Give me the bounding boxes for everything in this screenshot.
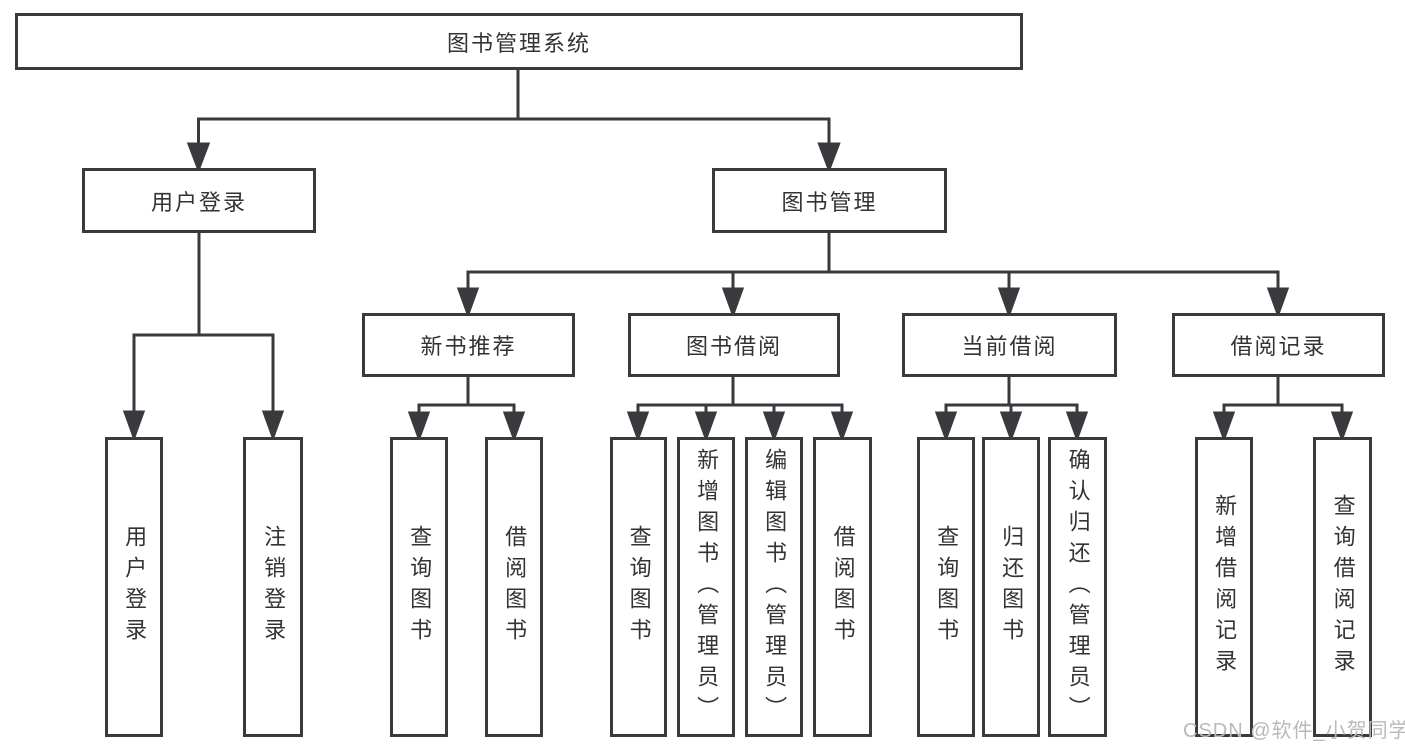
leaf-label: 编辑图书（管理员） [762, 447, 788, 727]
leaf-return-books: 归还图书 [982, 437, 1040, 737]
edges-root-to-level1 [186, 69, 841, 174]
leaf-query-books-current: 查询图书 [917, 437, 975, 737]
leaf-add-borrow-record: 新增借阅记录 [1195, 437, 1253, 737]
leaf-label: 查询图书 [934, 525, 960, 649]
leaf-label: 借阅图书 [830, 525, 856, 649]
node-new-book-rec: 新书推荐 [362, 313, 575, 377]
leaf-label: 新增借阅记录 [1212, 494, 1238, 680]
leaf-label: 借阅图书 [502, 525, 528, 649]
leaf-logout: 注销登录 [243, 437, 303, 737]
edges-current-borrow [934, 376, 1089, 443]
edges-new-book-rec [407, 376, 526, 443]
leaf-add-books-admin: 新增图书（管理员） [677, 437, 735, 737]
leaf-confirm-return-admin: 确认归还（管理员） [1048, 437, 1107, 737]
leaf-borrow-books-borrow: 借阅图书 [813, 437, 872, 737]
edges-book-borrow [626, 376, 854, 443]
leaf-label: 用户登录 [122, 525, 148, 649]
edges-borrow-records [1212, 376, 1354, 443]
leaf-label: 查询图书 [407, 525, 433, 649]
leaf-borrow-books-rec: 借阅图书 [485, 437, 543, 737]
edges-user-login [122, 232, 285, 442]
leaf-query-borrow-record: 查询借阅记录 [1313, 437, 1372, 737]
leaf-label: 归还图书 [999, 525, 1025, 649]
leaf-user-login: 用户登录 [105, 437, 163, 737]
leaf-label: 新增图书（管理员） [694, 447, 720, 727]
node-book-borrow: 图书借阅 [628, 313, 840, 377]
leaf-query-books-borrow: 查询图书 [610, 437, 667, 737]
node-current-borrow: 当前借阅 [902, 313, 1117, 377]
node-user-login: 用户登录 [82, 168, 316, 233]
leaf-label: 查询图书 [626, 525, 652, 649]
node-book-mgmt: 图书管理 [712, 168, 947, 233]
leaf-label: 查询借阅记录 [1330, 494, 1356, 680]
node-root: 图书管理系统 [15, 13, 1023, 70]
node-borrow-records: 借阅记录 [1172, 313, 1385, 377]
edges-book-mgmt [456, 232, 1290, 319]
leaf-label: 注销登录 [261, 525, 287, 649]
leaf-edit-books-admin: 编辑图书（管理员） [745, 437, 803, 737]
leaf-label: 确认归还（管理员） [1065, 447, 1091, 727]
leaf-query-books-rec: 查询图书 [390, 437, 448, 737]
watermark: CSDN @软件_小贺同学 [1183, 720, 1405, 742]
